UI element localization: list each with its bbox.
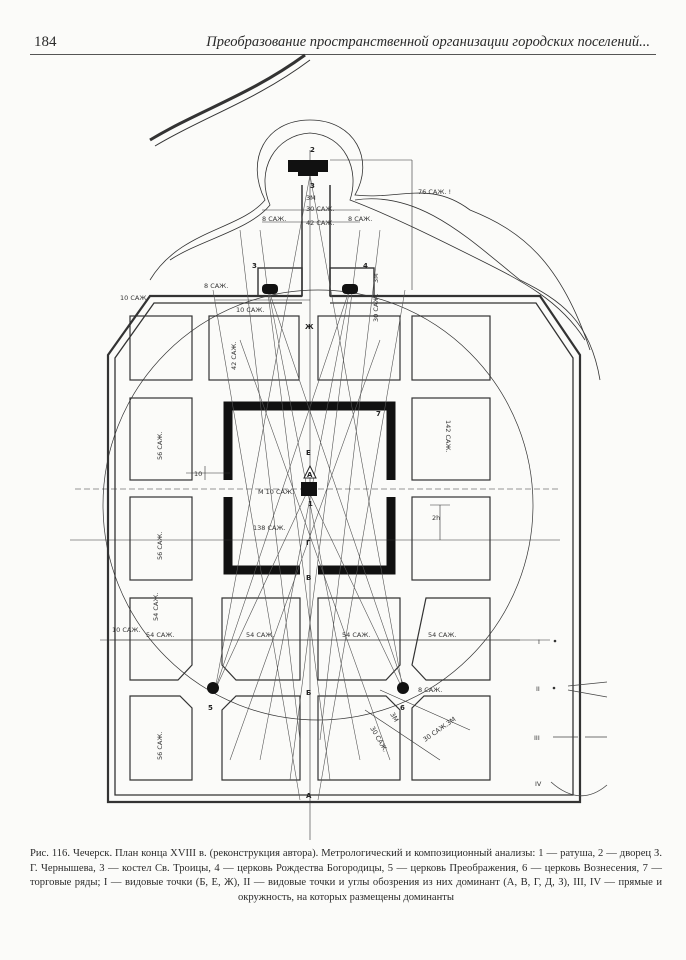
dimension-lines — [364, 689, 471, 761]
church-6 — [397, 682, 409, 694]
town-hall-1 — [301, 482, 317, 496]
river — [149, 53, 306, 142]
legend-I: I — [538, 638, 540, 646]
point-g: Г — [306, 539, 311, 547]
point-b: Б — [306, 689, 311, 697]
dim-54a: 54 САЖ. — [146, 631, 174, 639]
label-7: 7 — [376, 410, 381, 418]
church-5 — [207, 682, 219, 694]
dim-30b: 30 САЖ. — [372, 294, 380, 322]
church-3-precinct — [257, 267, 303, 297]
dimension-lines — [215, 159, 413, 301]
dim-42: 42 САЖ. — [306, 219, 334, 227]
dim-8d: 8 САЖ. — [418, 686, 442, 694]
dim-54b: 54 САЖ. — [246, 631, 274, 639]
river-bank — [154, 59, 311, 147]
running-header: 184 Преобразование пространственной орга… — [30, 30, 656, 55]
town-wall-inner — [114, 302, 574, 796]
label-point: 3 — [310, 182, 315, 190]
dim-10c: 10 — [194, 470, 202, 478]
label-4: 4 — [363, 262, 368, 270]
dim-8c: 8 САЖ. — [204, 282, 228, 290]
dim-2h: 2h — [432, 514, 440, 522]
market-rows-7 — [223, 401, 396, 575]
point-a-bottom: А — [306, 792, 312, 800]
sight-lines — [212, 174, 406, 801]
page-number: 184 — [34, 34, 57, 50]
figure-caption: Рис. 116. Чечерск. План конца XVIII в. (… — [30, 848, 662, 903]
dim-56a: 56 САЖ. — [156, 432, 164, 460]
dim-3m: 3М — [306, 194, 316, 202]
dim-3m-b: 3М — [372, 273, 380, 283]
point-zh: Ж — [305, 323, 314, 331]
terrain-contour — [169, 132, 586, 341]
church-4 — [342, 284, 358, 294]
dim-10b: 10 САЖ. — [120, 294, 148, 302]
legend-II: II — [536, 685, 540, 693]
church-3 — [262, 284, 278, 294]
dim-m10: М 10 САЖ. — [258, 488, 294, 496]
dim-8a: 8 САЖ. — [262, 215, 286, 223]
legend-arc-icon — [550, 781, 608, 797]
dim-138: 138 САЖ. — [253, 524, 286, 532]
dim-30d: 30 САЖ.3М — [422, 715, 458, 743]
label-5: 5 — [208, 704, 213, 712]
point-e: Е — [306, 449, 311, 457]
figure-legend: I II III IV — [534, 638, 608, 797]
dim-8b: 8 САЖ. — [348, 215, 372, 223]
label-3: 3 — [252, 262, 257, 270]
label-6: 6 — [400, 704, 405, 712]
legend-point-icon — [552, 686, 556, 690]
dim-10a: 10 САЖ. — [236, 306, 264, 314]
dim-30: 30 САЖ. — [306, 205, 334, 213]
dim-54c: 54 САЖ. — [342, 631, 370, 639]
palace-2-wing — [298, 168, 318, 176]
legend-III: III — [534, 734, 540, 742]
dim-3m-c: 3М — [388, 711, 400, 723]
label-1: 1 — [308, 500, 313, 508]
terrain-contour — [354, 198, 601, 381]
terrain-contour — [149, 119, 591, 351]
legend-point-icon — [553, 639, 557, 643]
legend-IV: IV — [535, 780, 542, 788]
dim-42b: 42 САЖ. — [230, 342, 238, 370]
legend-angle-icon — [567, 681, 608, 698]
dominant-buildings — [207, 160, 409, 694]
point-v: В — [306, 574, 311, 582]
viewpoint-triangle — [303, 464, 317, 479]
dim-56b: 56 САЖ. — [156, 532, 164, 560]
dim-142: 142 САЖ. — [444, 420, 452, 453]
point-a: А — [307, 471, 313, 479]
dim-10s: 10 САЖ. — [112, 626, 140, 634]
dimension-lines — [70, 466, 560, 541]
label-2: 2 — [310, 146, 315, 154]
running-title: Преобразование пространственной организа… — [206, 34, 650, 50]
dim-76: 76 САЖ. ! — [418, 188, 451, 196]
dim-54d: 54 САЖ. — [428, 631, 456, 639]
town-wall-outer — [106, 294, 582, 804]
dim-54v: 54 САЖ. — [152, 593, 160, 621]
dim-56c: 56 САЖ. — [156, 732, 164, 760]
